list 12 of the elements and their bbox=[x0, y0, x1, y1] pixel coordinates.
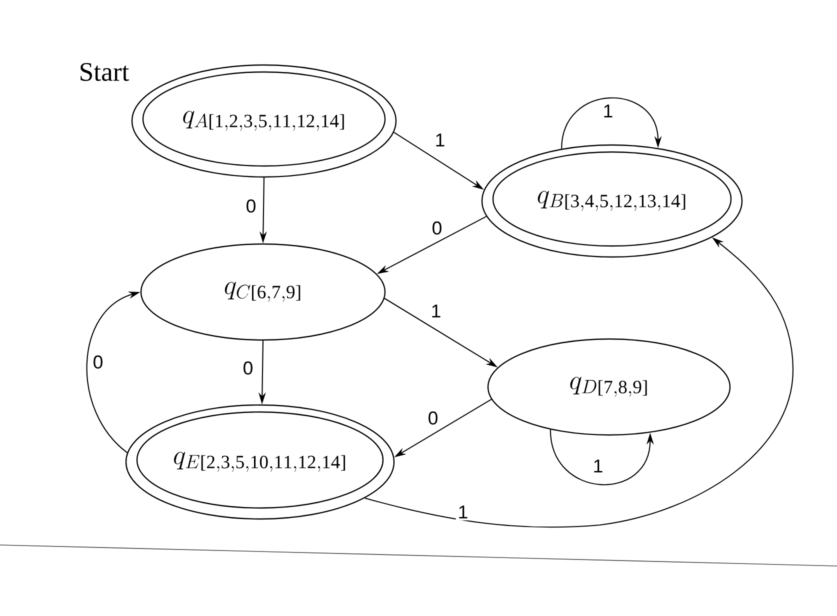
edge-label: 1 bbox=[428, 302, 444, 320]
edge-label: 0 bbox=[240, 359, 256, 377]
start-label: Start bbox=[80, 63, 130, 81]
edge-label: 1 bbox=[600, 102, 616, 120]
edge-label: 1 bbox=[456, 504, 470, 520]
edge-label: 1 bbox=[590, 458, 606, 474]
edge-label: 1 bbox=[432, 132, 448, 148]
edge-label: 0 bbox=[426, 409, 440, 427]
edge-label: 0 bbox=[90, 353, 106, 371]
arrow bbox=[561, 97, 662, 149]
edge-label: 0 bbox=[430, 219, 444, 237]
edge-label: 0 bbox=[244, 197, 258, 215]
